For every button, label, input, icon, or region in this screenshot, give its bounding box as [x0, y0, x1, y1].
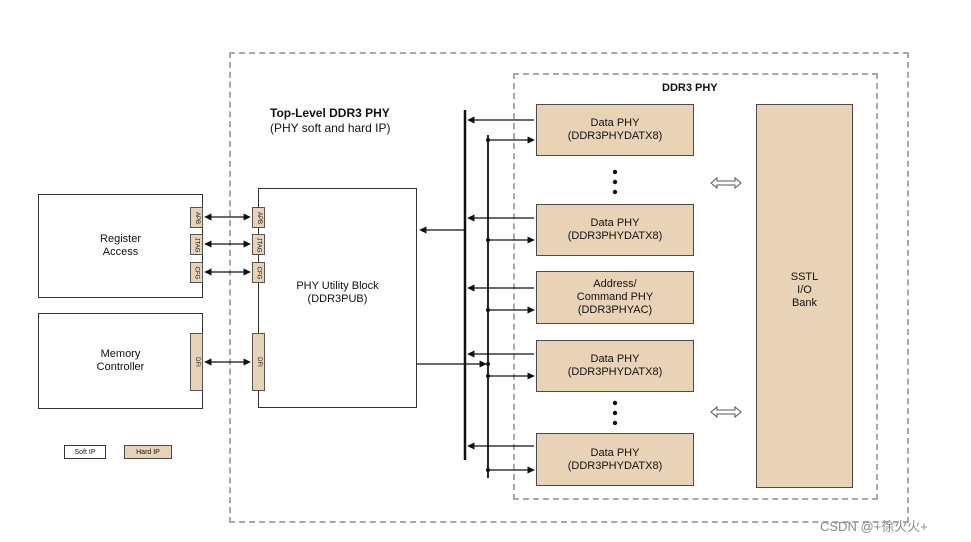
- phy-utility-block: PHY Utility Block (DDR3PUB): [258, 188, 417, 408]
- csdn-watermark: CSDN @+徐火火+: [820, 519, 928, 534]
- top-level-boundary: [229, 52, 909, 523]
- jtag-port-pub: JTAG: [252, 234, 265, 255]
- sstl-io-bank-label: SSTL I/O Bank: [790, 270, 819, 309]
- address-command-phy-block: Address/ Command PHY (DDR3PHYAC): [536, 271, 694, 324]
- legend-hard-ip: Hard IP: [124, 445, 172, 459]
- top-level-subtitle: (PHY soft and hard IP): [270, 121, 391, 135]
- legend-soft-ip-label: Soft IP: [74, 448, 96, 456]
- ddr3-phy-title: DDR3 PHY: [662, 82, 718, 94]
- data-phy-block-3: Data PHY (DDR3PHYDATX8): [536, 340, 694, 392]
- data-phy-block-2: Data PHY (DDR3PHYDATX8): [536, 204, 694, 256]
- apb-port-pub: APB: [252, 207, 265, 228]
- register-access-label: Register Access: [100, 233, 141, 258]
- data-phy-block-1-label: Data PHY (DDR3PHYDATX8): [567, 117, 663, 142]
- legend-soft-ip: Soft IP: [64, 445, 106, 459]
- data-phy-block-4: Data PHY (DDR3PHYDATX8): [536, 433, 694, 486]
- dfi-port-pub: DFI: [252, 333, 265, 391]
- dfi-port-left: DFI: [190, 333, 203, 391]
- data-phy-block-2-label: Data PHY (DDR3PHYDATX8): [567, 217, 663, 242]
- address-command-phy-label: Address/ Command PHY (DDR3PHYAC): [576, 278, 654, 316]
- data-phy-block-4-label: Data PHY (DDR3PHYDATX8): [567, 446, 663, 472]
- cfg-port-left: CFG: [190, 262, 203, 283]
- legend-hard-ip-label: Hard IP: [136, 448, 160, 456]
- apb-port-left: APB: [190, 207, 203, 228]
- phy-utility-block-label: PHY Utility Block (DDR3PUB): [296, 280, 379, 305]
- top-level-title: Top-Level DDR3 PHY: [270, 106, 390, 120]
- data-phy-block-1: Data PHY (DDR3PHYDATX8): [536, 104, 694, 156]
- ddr3-phy-boundary: [513, 73, 878, 500]
- jtag-port-left: JTAG: [190, 234, 203, 255]
- cfg-port-pub: CFG: [252, 262, 265, 283]
- memory-controller-box: Memory Controller: [38, 313, 203, 409]
- data-phy-block-3-label: Data PHY (DDR3PHYDATX8): [567, 353, 663, 378]
- memory-controller-label: Memory Controller: [96, 348, 145, 373]
- sstl-io-bank: SSTL I/O Bank: [756, 104, 853, 488]
